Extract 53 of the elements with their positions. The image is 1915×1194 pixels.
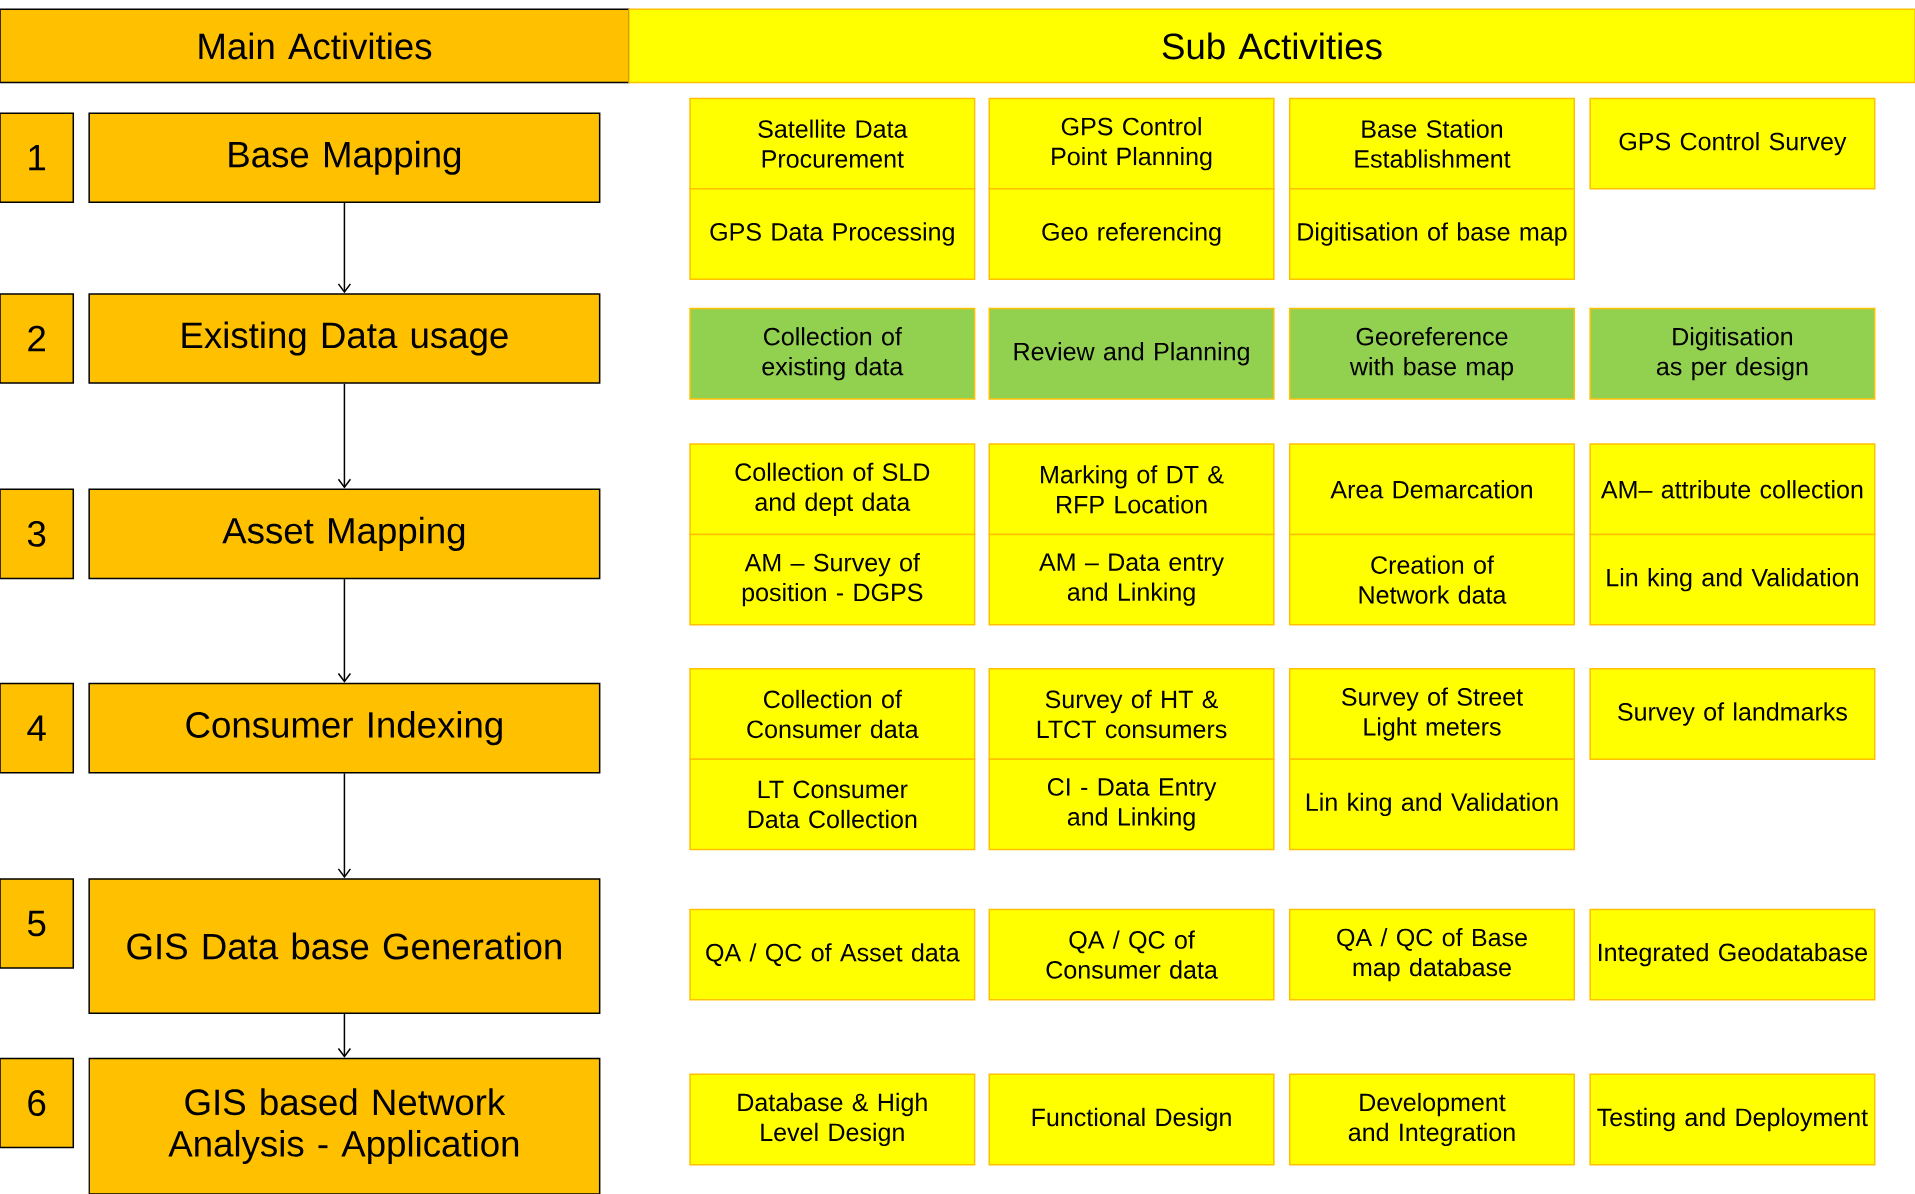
- step-number-box: 6: [0, 1057, 75, 1149]
- sub-activity-box: Development and Integration: [1288, 1073, 1575, 1166]
- step-number-box: 4: [0, 682, 75, 774]
- sub-activity-box: Lin king and Validation: [1589, 533, 1876, 626]
- step-number-box: 3: [0, 488, 75, 580]
- arrow: [337, 202, 352, 294]
- activity-box: Base Mapping: [88, 112, 601, 204]
- sub-activity-box: Database & High Level Design: [689, 1073, 976, 1166]
- sub-activity-box: QA / QC of Asset data: [689, 908, 976, 1001]
- sub-activity-box: AM– attribute collection: [1589, 443, 1876, 536]
- arrow: [337, 383, 352, 489]
- sub-activity-box: Testing and Deployment: [1589, 1073, 1876, 1166]
- sub-activity-box: Digitisation as per design: [1589, 307, 1876, 400]
- sub-activity-box: Survey of HT & LTCT consumers: [988, 668, 1275, 760]
- sub-activity-box: GPS Data Processing: [689, 188, 976, 280]
- sub-activity-box: Georeference with base map: [1288, 307, 1575, 400]
- sub-activity-box: LT Consumer Data Collection: [689, 758, 976, 851]
- activity-box: Consumer Indexing: [88, 682, 601, 774]
- activity-box: GIS based Network Analysis - Application: [88, 1057, 601, 1194]
- sub-activity-box: Digitisation of base map: [1288, 188, 1575, 280]
- sub-activity-box: Base Station Establishment: [1288, 97, 1575, 190]
- column-header: Main Activities: [0, 8, 630, 84]
- arrow: [337, 772, 352, 879]
- sub-activity-box: Creation of Network data: [1288, 533, 1575, 626]
- step-number-box: 2: [0, 293, 75, 384]
- activity-box: GIS Data base Generation: [88, 878, 601, 1014]
- sub-activity-box: Lin king and Validation: [1288, 758, 1575, 851]
- sub-activity-box: Area Demarcation: [1288, 443, 1575, 536]
- step-number-box: 1: [0, 112, 75, 204]
- sub-activity-box: AM – Survey of position - DGPS: [689, 533, 976, 626]
- sub-activity-box: CI - Data Entry and Linking: [988, 758, 1275, 851]
- sub-activity-box: Functional Design: [988, 1073, 1275, 1166]
- sub-activity-box: GPS Control Survey: [1589, 97, 1876, 190]
- sub-activity-box: QA / QC of Consumer data: [988, 908, 1275, 1001]
- column-header: Sub Activities: [628, 8, 1915, 84]
- activity-box: Existing Data usage: [88, 293, 601, 384]
- sub-activity-box: GPS Control Point Planning: [988, 97, 1275, 190]
- sub-activity-box: Marking of DT & RFP Location: [988, 443, 1275, 536]
- sub-activity-box: Satellite Data Procurement: [689, 97, 976, 190]
- arrow: [337, 578, 352, 683]
- sub-activity-box: QA / QC of Base map database: [1288, 908, 1575, 1001]
- sub-activity-box: Survey of Street Light meters: [1288, 668, 1575, 760]
- step-number-box: 5: [0, 878, 75, 969]
- sub-activity-box: Review and Planning: [988, 307, 1275, 400]
- sub-activity-box: Integrated Geodatabase: [1589, 908, 1876, 1001]
- arrow: [337, 1013, 352, 1058]
- sub-activity-box: Collection of existing data: [689, 307, 976, 400]
- activity-box: Asset Mapping: [88, 488, 601, 580]
- sub-activity-box: Collection of SLD and dept data: [689, 443, 976, 536]
- sub-activity-box: Survey of landmarks: [1589, 668, 1876, 760]
- sub-activity-box: Geo referencing: [988, 188, 1275, 280]
- sub-activity-box: Collection of Consumer data: [689, 668, 976, 760]
- sub-activity-box: AM – Data entry and Linking: [988, 533, 1275, 626]
